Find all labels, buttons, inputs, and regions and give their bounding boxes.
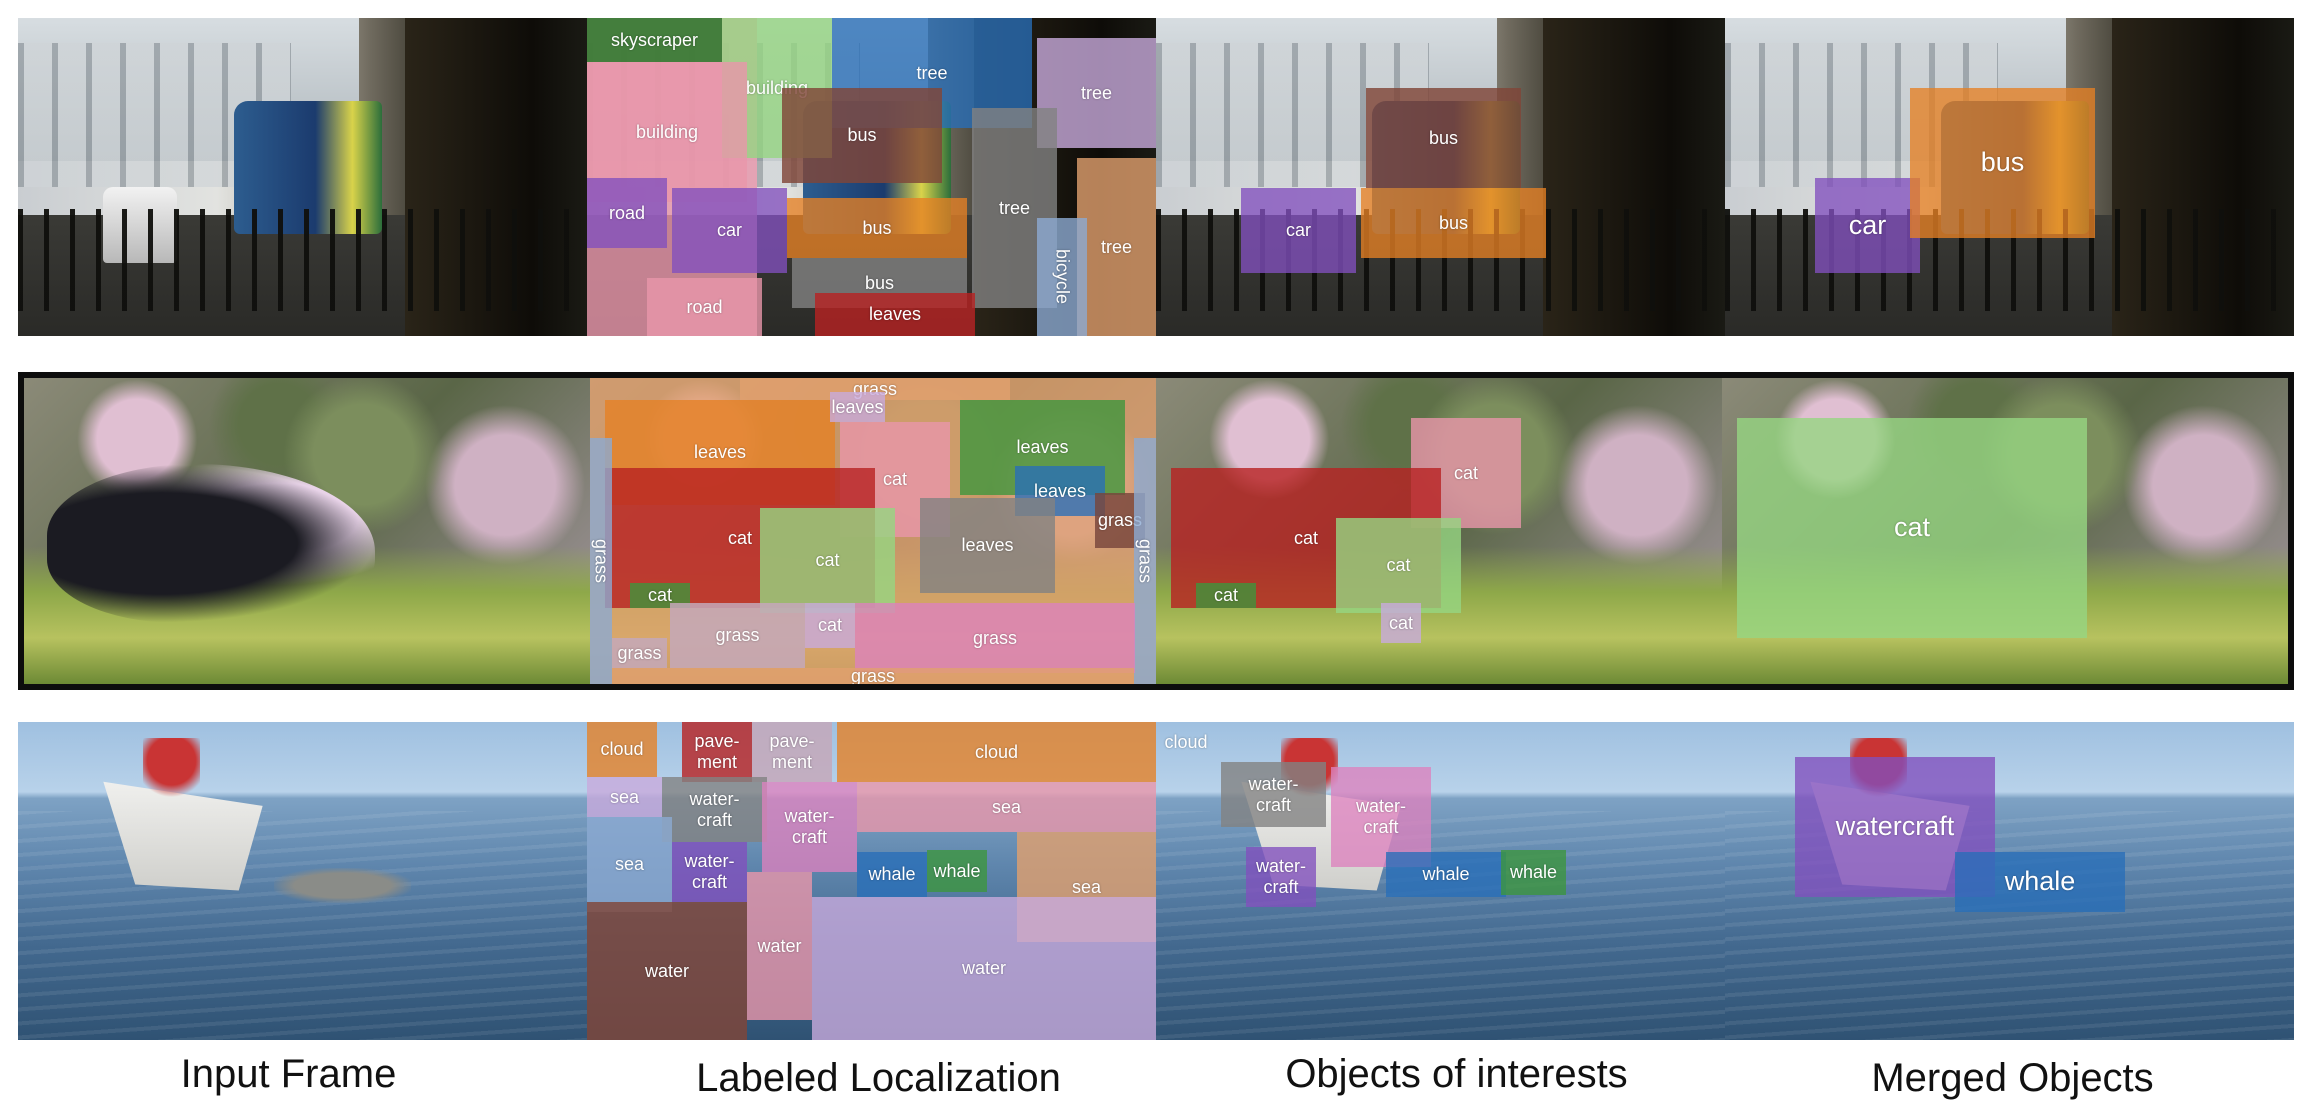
- caption-labeled-localization: Labeled Localization: [696, 1056, 1061, 1100]
- segment-label: cat: [1381, 603, 1421, 643]
- segment-label: whale: [1955, 852, 2125, 912]
- segment-label: road: [587, 178, 667, 248]
- figure-row-cat: grass leaves leaves cat leaves leaves gr…: [18, 372, 2294, 690]
- segment-label: grass: [1134, 438, 1156, 684]
- segment-label: car: [1241, 188, 1356, 273]
- segment-label: cat: [760, 508, 895, 613]
- segment-label: sea: [587, 817, 672, 912]
- caption-objects-of-interests: Objects of interests: [1285, 1052, 1628, 1096]
- segment-label: cloud: [587, 722, 657, 777]
- segment-label: water: [812, 897, 1156, 1040]
- segment-label: water- craft: [672, 842, 747, 902]
- segment-label: water- craft: [1221, 762, 1326, 827]
- segment-label: grass: [855, 603, 1135, 673]
- segment-label: bicycle: [1037, 218, 1087, 336]
- segment-label: pave- ment: [752, 722, 832, 782]
- segment-label: whale: [1501, 850, 1566, 895]
- labeled-localization-street: skyscraper building building tree tree b…: [587, 18, 1156, 336]
- input-frame-street: [18, 18, 587, 336]
- segment-label: water- craft: [1246, 847, 1316, 907]
- segment-label: bus: [782, 88, 942, 183]
- merged-objects-cat: cat: [1722, 378, 2288, 684]
- input-frame-cat: [24, 378, 590, 684]
- cat-figure: [46, 463, 375, 623]
- segment-label: car: [672, 188, 787, 273]
- segment-label: bus: [787, 198, 967, 258]
- segment-label: water: [587, 902, 747, 1040]
- segment-label: water- craft: [762, 782, 857, 872]
- segment-label: grass: [670, 603, 805, 668]
- street-photo: [18, 18, 587, 336]
- segment-label: road: [647, 278, 762, 336]
- caption-merged-objects: Merged Objects: [1871, 1056, 2154, 1100]
- segment-label: cat: [1196, 583, 1256, 608]
- segment-label: leaves: [830, 392, 885, 422]
- segment-label: water- craft: [1331, 767, 1431, 867]
- sea-photo: [18, 722, 587, 1040]
- segment-label: whale: [1386, 852, 1506, 897]
- segment-label: bus: [1366, 88, 1521, 188]
- segment-label: bus: [1910, 88, 2095, 238]
- segment-label: cloud: [837, 722, 1156, 782]
- objects-of-interests-cat: cat cat cat cat cat: [1156, 378, 1722, 684]
- objects-of-interests-sea: cloud water- craft water- craft water- c…: [1156, 722, 1725, 1040]
- figure-row-sea: cloud pave- ment pave- ment cloud sea wa…: [18, 722, 2294, 1040]
- segment-label: car: [1815, 178, 1920, 273]
- segment-label: pave- ment: [682, 722, 752, 782]
- street-fence: [18, 208, 587, 311]
- merged-objects-sea: watercraft whale: [1725, 722, 2294, 1040]
- segment-label: whale: [927, 850, 987, 892]
- sea-waves: [1156, 811, 1725, 1040]
- sea-person: [143, 737, 201, 815]
- figure-row-street: skyscraper building building tree tree b…: [18, 18, 2294, 336]
- segment-label: grass: [612, 666, 1134, 684]
- segment-label: cloud: [1164, 731, 1208, 752]
- sea-waves: [18, 811, 587, 1040]
- segment-label: tree: [1077, 158, 1156, 336]
- segment-label: leaves: [920, 498, 1055, 593]
- segment-label: grass: [590, 438, 612, 684]
- segment-label: cat: [805, 603, 855, 648]
- segment-label: grass: [612, 638, 667, 668]
- segment-label: skyscraper: [587, 18, 722, 62]
- segment-label: sea: [587, 777, 662, 817]
- segment-label: leaves: [815, 293, 975, 336]
- segment-label: cat: [630, 583, 690, 608]
- labeled-localization-cat: grass leaves leaves cat leaves leaves gr…: [590, 378, 1156, 684]
- segment-label: whale: [857, 852, 927, 897]
- segment-label: water- craft: [662, 777, 767, 842]
- input-frame-sea: [18, 722, 587, 1040]
- segment-label: water: [747, 872, 812, 1020]
- merged-objects-street: car bus: [1725, 18, 2294, 336]
- sea-whale: [274, 868, 411, 904]
- objects-of-interests-street: bus car bus: [1156, 18, 1725, 336]
- caption-input-frame: Input Frame: [180, 1052, 397, 1096]
- cat-photo: [24, 378, 590, 684]
- labeled-localization-sea: cloud pave- ment pave- ment cloud sea wa…: [587, 722, 1156, 1040]
- segment-label: grass: [740, 378, 1010, 400]
- segment-label: bus: [1361, 188, 1546, 258]
- segment-label: sea: [857, 782, 1156, 832]
- segment-label: cat: [1737, 418, 2087, 638]
- segment-label: cat: [1336, 518, 1461, 613]
